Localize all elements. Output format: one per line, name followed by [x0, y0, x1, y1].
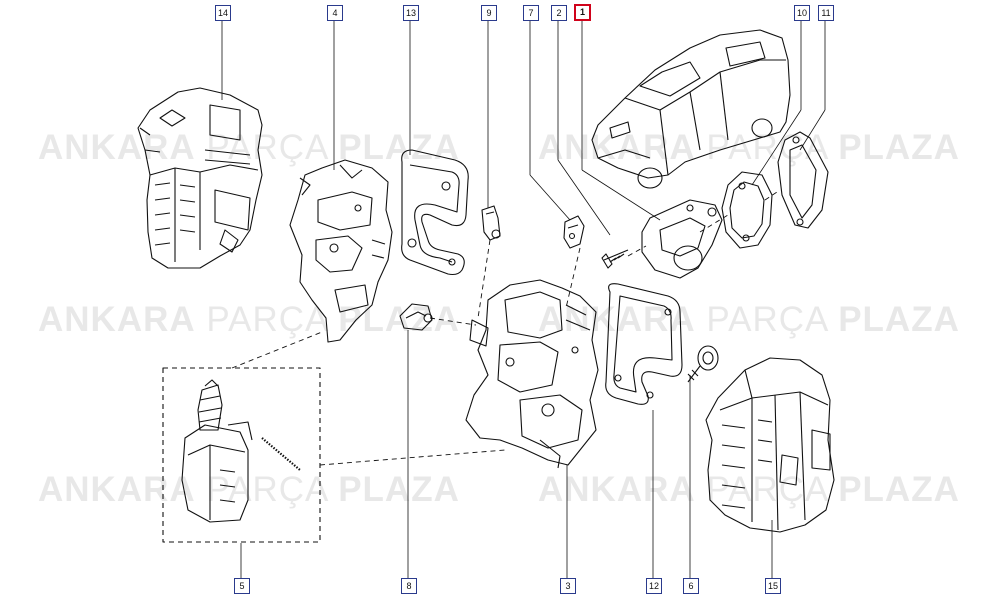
- callout-15: 15: [765, 578, 781, 594]
- part-1-striker: [641, 199, 723, 279]
- part-14-module: [137, 87, 263, 269]
- callout-1-highlighted: 1: [574, 4, 591, 21]
- callout-10: 10: [794, 5, 810, 21]
- callout-14: 14: [215, 5, 231, 21]
- part-12-seal: [605, 283, 683, 405]
- part-8-connector: [399, 303, 433, 331]
- part-6-bolt: [687, 345, 719, 383]
- part-5-actuator: [162, 367, 321, 543]
- part-13-gasket: [401, 149, 469, 276]
- callout-11: 11: [818, 5, 834, 21]
- callout-13: 13: [403, 5, 419, 21]
- vehicle-outline: [591, 29, 791, 189]
- callout-5: 5: [234, 578, 250, 594]
- part-10-gasket: [721, 171, 773, 249]
- part-4-lock-mechanism: [289, 159, 393, 343]
- part-11-cover: [777, 131, 829, 229]
- part-9-clip: [481, 205, 501, 241]
- part-3-lock-body: [465, 279, 599, 469]
- callout-9: 9: [481, 5, 497, 21]
- callout-12: 12: [646, 578, 662, 594]
- callout-3: 3: [560, 578, 576, 594]
- callout-8: 8: [401, 578, 417, 594]
- callout-6: 6: [683, 578, 699, 594]
- callout-7: 7: [523, 5, 539, 21]
- leader-lines: [221, 20, 826, 578]
- part-15-module: [705, 357, 835, 533]
- part-7-clip: [563, 215, 585, 249]
- callout-4: 4: [327, 5, 343, 21]
- assembly-dashed-lines: [231, 189, 781, 466]
- part-2-screw: [601, 249, 629, 269]
- callout-2: 2: [551, 5, 567, 21]
